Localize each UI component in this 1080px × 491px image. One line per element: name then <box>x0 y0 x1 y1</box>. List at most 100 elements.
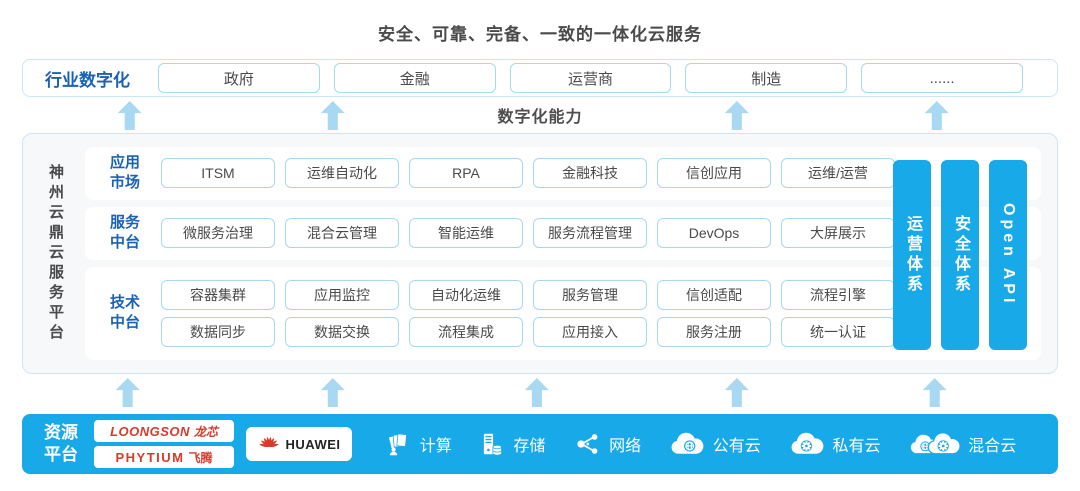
capability-arrow-row: 数字化能力 <box>22 97 1058 133</box>
item-rpa: RPA <box>409 158 523 189</box>
industry-items: 政府 金融 运营商 制造 ...... <box>158 63 1023 93</box>
item-ops-automation: 运维自动化 <box>285 158 399 189</box>
up-arrow-icon <box>320 101 345 130</box>
industry-digitalization-row: 行业数字化 政府 金融 运营商 制造 ...... <box>22 59 1058 97</box>
item-app-access: 应用接入 <box>533 316 647 347</box>
resource-platform-bar: 资源 平台 LOONGSON 龙芯 PHYTIUM 飞腾 <box>22 414 1058 474</box>
item-microservice-governance: 微服务治理 <box>161 218 275 249</box>
phytium-logo: PHYTIUM 飞腾 <box>94 446 234 468</box>
item-process-integration: 流程集成 <box>409 316 523 347</box>
item-aiops: 智能运维 <box>409 218 523 249</box>
diagram-title: 安全、可靠、完备、一致的一体化云服务 <box>378 25 702 44</box>
up-arrow-icon <box>117 101 142 130</box>
resource-storage-label: 存储 <box>513 438 546 455</box>
capability-label: 数字化能力 <box>497 109 583 126</box>
section-service-middle-label: 服务 中台 <box>101 213 149 254</box>
loongson-logo: LOONGSON 龙芯 <box>94 420 234 442</box>
section-app-market-items: ITSM 运维自动化 RPA 金融科技 信创应用 运维/运营 <box>161 158 895 189</box>
pillar-open-api: Open API <box>989 160 1027 350</box>
item-data-exchange: 数据交换 <box>285 316 399 347</box>
compute-icon <box>387 433 407 456</box>
section-label-line: 服务 <box>109 213 140 231</box>
storage-icon <box>484 433 503 456</box>
resource-hybrid-cloud-label: 混合云 <box>968 438 1017 455</box>
section-label-line: 应用 <box>109 154 140 172</box>
resource-arrow-row <box>22 374 1058 414</box>
vendor-logos: LOONGSON 龙芯 PHYTIUM 飞腾 <box>94 420 234 468</box>
items-row: 数据同步 数据交换 流程集成 应用接入 服务注册 统一认证 <box>161 316 895 347</box>
item-app-monitoring: 应用监控 <box>285 279 399 310</box>
item-big-screen: 大屏展示 <box>781 218 895 249</box>
up-arrow-icon <box>724 378 749 407</box>
huawei-wordmark: HUAWEI <box>285 436 341 452</box>
resource-network-label: 网络 <box>609 438 642 455</box>
item-ops-operation: 运维/运营 <box>781 158 895 189</box>
item-container-cluster: 容器集群 <box>161 279 275 310</box>
up-arrow-icon <box>922 378 947 407</box>
item-xinchuang-adaptation: 信创适配 <box>657 279 771 310</box>
resource-network: 网络 <box>573 431 641 457</box>
section-service-middle: 服务 中台 微服务治理 混合云管理 智能运维 服务流程管理 DevOps 大屏展… <box>85 206 1041 260</box>
up-arrow-icon <box>524 378 549 407</box>
loongson-cn-name: 龙芯 <box>193 424 218 439</box>
up-arrow-icon <box>924 101 949 130</box>
section-tech-middle: 技术 中台 容器集群 应用监控 自动化运维 服务管理 信创适配 流程引擎 数据同… <box>85 266 1041 360</box>
hybrid-cloud-icon <box>910 432 961 455</box>
resource-label-line: 平台 <box>44 445 78 464</box>
items-row: 微服务治理 混合云管理 智能运维 服务流程管理 DevOps 大屏展示 <box>161 218 895 249</box>
items-row: ITSM 运维自动化 RPA 金融科技 信创应用 运维/运营 <box>161 158 895 189</box>
resource-compute: 计算 <box>386 431 452 457</box>
industry-item-more: ...... <box>861 63 1023 93</box>
private-cloud-icon <box>791 432 823 454</box>
up-arrow-icon <box>115 378 140 407</box>
resource-platform-label: 资源 平台 <box>44 422 78 466</box>
huawei-logo: HUAWEI <box>246 427 352 461</box>
platform-pillars: 运营体系 安全体系 Open API <box>893 160 1027 350</box>
section-label-line: 市场 <box>109 174 140 192</box>
item-service-process-mgmt: 服务流程管理 <box>533 218 647 249</box>
platform-side-title: 神州云鼎云服务平台 <box>47 163 64 344</box>
industry-item-manufacturing: 制造 <box>685 63 848 93</box>
resource-items: 计算 存储 <box>358 431 1044 457</box>
section-label-line: 中台 <box>109 234 140 252</box>
item-service-registry: 服务注册 <box>657 316 771 347</box>
section-app-market: 应用 市场 ITSM 运维自动化 RPA 金融科技 信创应用 运维/运营 <box>85 147 1041 200</box>
item-unified-auth: 统一认证 <box>781 316 895 347</box>
item-itsm: ITSM <box>161 158 275 189</box>
item-xinchuang-app: 信创应用 <box>657 158 771 189</box>
pillar-operation-system: 运营体系 <box>893 160 931 350</box>
resource-compute-label: 计算 <box>419 438 452 455</box>
resource-storage: 存储 <box>479 431 545 457</box>
public-cloud-icon <box>671 432 704 454</box>
section-tech-middle-label: 技术 中台 <box>101 293 149 334</box>
resource-public-cloud-label: 公有云 <box>712 438 761 455</box>
item-fintech: 金融科技 <box>533 158 647 189</box>
items-row: 容器集群 应用监控 自动化运维 服务管理 信创适配 流程引擎 <box>161 279 895 310</box>
industry-item-finance: 金融 <box>333 63 496 93</box>
item-devops: DevOps <box>657 218 771 249</box>
industry-row-label: 行业数字化 <box>45 70 130 90</box>
resource-private-cloud-label: 私有云 <box>832 438 881 455</box>
section-service-middle-items: 微服务治理 混合云管理 智能运维 服务流程管理 DevOps 大屏展示 <box>161 218 895 249</box>
up-arrow-icon <box>320 378 345 407</box>
section-tech-middle-items: 容器集群 应用监控 自动化运维 服务管理 信创适配 流程引擎 数据同步 数据交换… <box>161 279 895 347</box>
item-hybrid-cloud-mgmt: 混合云管理 <box>285 218 399 249</box>
item-service-mgmt: 服务管理 <box>533 279 647 310</box>
pillar-security-system: 安全体系 <box>941 160 979 350</box>
section-app-market-label: 应用 市场 <box>101 153 149 194</box>
phytium-cn-name: 飞腾 <box>188 450 213 465</box>
industry-item-government: 政府 <box>158 63 320 93</box>
huawei-flower-icon <box>258 436 279 448</box>
resource-private-cloud: 私有云 <box>789 431 881 457</box>
resource-label-line: 资源 <box>44 422 78 442</box>
platform-panel: 神州云鼎云服务平台 应用 市场 ITSM 运维自动化 RPA 金融科技 信创应用… <box>22 133 1058 374</box>
loongson-wordmark: LOONGSON <box>110 423 190 439</box>
item-data-sync: 数据同步 <box>161 316 275 347</box>
phytium-wordmark: PHYTIUM <box>115 449 185 465</box>
platform-sections: 应用 市场 ITSM 运维自动化 RPA 金融科技 信创应用 运维/运营 <box>85 147 1041 360</box>
resource-public-cloud: 公有云 <box>669 431 761 457</box>
resource-hybrid-cloud: 混合云 <box>908 431 1016 457</box>
industry-item-operator: 运营商 <box>509 63 672 93</box>
item-process-engine: 流程引擎 <box>781 279 895 310</box>
